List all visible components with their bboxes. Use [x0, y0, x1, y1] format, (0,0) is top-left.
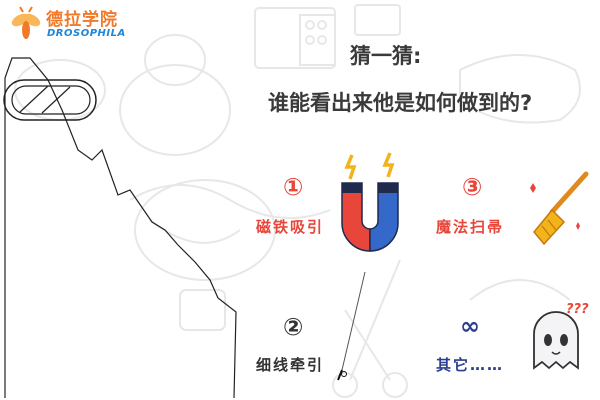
broom-icon	[530, 171, 589, 246]
option-2-label: 细线牵引	[256, 356, 325, 374]
thread-needle-icon	[337, 271, 366, 381]
logo-name-cn: 德拉学院	[46, 10, 118, 30]
ghost-question-marks: ???	[566, 302, 589, 317]
ghost-icon	[533, 311, 579, 370]
option-1-number: ①	[283, 173, 304, 201]
title-line-2: 谁能看出来他是如何做到的?	[268, 91, 533, 115]
option-4-number: ∞	[460, 312, 480, 340]
option-3-number: ③	[462, 173, 483, 201]
fly-logo-icon	[11, 6, 41, 39]
option-4-label: 其它……	[436, 356, 505, 374]
option-2-number: ②	[283, 313, 304, 341]
option-3-label: 魔法扫帚	[436, 218, 505, 236]
title-line-1: 猜一猜:	[350, 44, 422, 68]
logo-name-en: DROSOPHILA	[47, 28, 126, 39]
option-1-label: 磁铁吸引	[256, 218, 325, 236]
magnet-icon	[341, 152, 399, 252]
